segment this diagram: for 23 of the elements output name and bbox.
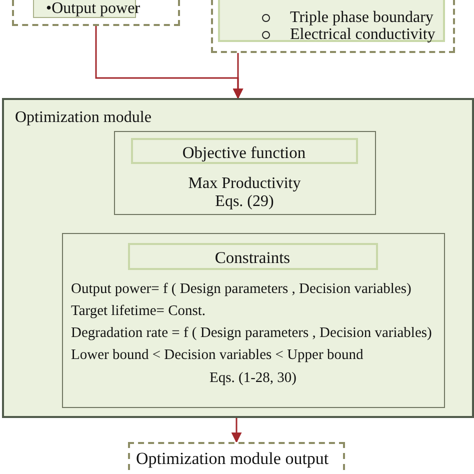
header-box — [128, 242, 378, 270]
header-title: Objective function — [181, 142, 307, 162]
constraint-text: Lower bound < Decision variables < Upper bound — [71, 347, 364, 364]
list-item: •Output power — [46, 0, 140, 18]
header-box — [130, 138, 358, 164]
body-text: Max Productivity — [187, 174, 302, 194]
dashed-group-box — [211, 0, 455, 53]
constraint-text: Degradation rate = f ( Design parameters , Decision variables) — [71, 325, 432, 342]
content-box — [114, 131, 376, 215]
panel-title: Optimization module — [15, 108, 152, 128]
header-title: Constraints — [214, 248, 292, 268]
connector-arrow — [231, 418, 242, 444]
output-title: Optimization module output — [136, 449, 329, 470]
bullet-list-box — [218, 0, 445, 42]
module-panel — [2, 98, 474, 418]
equation-reference: Eqs. (1-28, 30) — [208, 370, 298, 388]
connector-arrow — [232, 53, 244, 100]
constraint-text: Output power= f ( Design parameters , Decision variables) — [71, 281, 412, 298]
body-text: Eqs. (29) — [214, 192, 275, 212]
list-item: Triple phase boundary — [290, 8, 434, 28]
constraint-text: Target lifetime= Const. — [71, 303, 206, 320]
content-box — [62, 233, 445, 408]
list-item: Electrical conductivity — [290, 26, 436, 44]
